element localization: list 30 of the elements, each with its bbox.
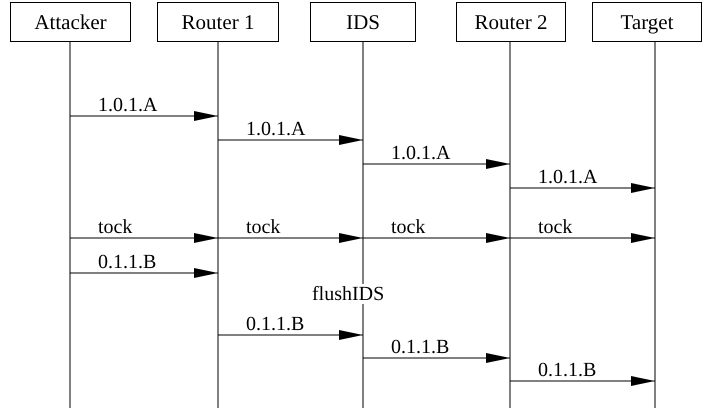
participant-box: Target	[592, 2, 702, 42]
message-arrow	[510, 376, 656, 386]
edge-label: tock	[246, 217, 280, 237]
message-arrow	[510, 233, 656, 243]
edge-label: tock	[391, 217, 426, 237]
message-arrow	[218, 233, 364, 243]
edge-label: tock	[98, 217, 132, 237]
edge-label: 0.1.1.B	[98, 252, 156, 272]
participant-box: Router 2	[456, 2, 566, 42]
edge-label: 1.0.1.A	[391, 143, 450, 163]
message-arrow	[362, 233, 510, 243]
message-arrow	[70, 111, 218, 121]
participant-box: Attacker	[10, 2, 131, 42]
message-arrow	[70, 233, 218, 243]
message-arrow	[362, 353, 510, 363]
edge-label: 0.1.1.B	[538, 360, 596, 380]
message-arrow	[218, 135, 364, 145]
edge-label: 0.1.1.B	[391, 337, 450, 357]
message-arrow	[362, 159, 510, 169]
participant-box: IDS	[310, 2, 416, 42]
note-label: flushIDS	[312, 284, 384, 304]
participant-box: Router 1	[157, 2, 279, 42]
message-arrow	[510, 183, 656, 193]
message-arrow	[218, 330, 364, 340]
edge-label: 1.0.1.A	[538, 167, 598, 187]
edge-label: tock	[538, 217, 572, 237]
edge-label: 1.0.1.A	[246, 119, 306, 139]
edge-label: 1.0.1.A	[98, 95, 158, 115]
edge-label: 0.1.1.B	[246, 314, 304, 334]
message-arrow	[70, 268, 218, 278]
